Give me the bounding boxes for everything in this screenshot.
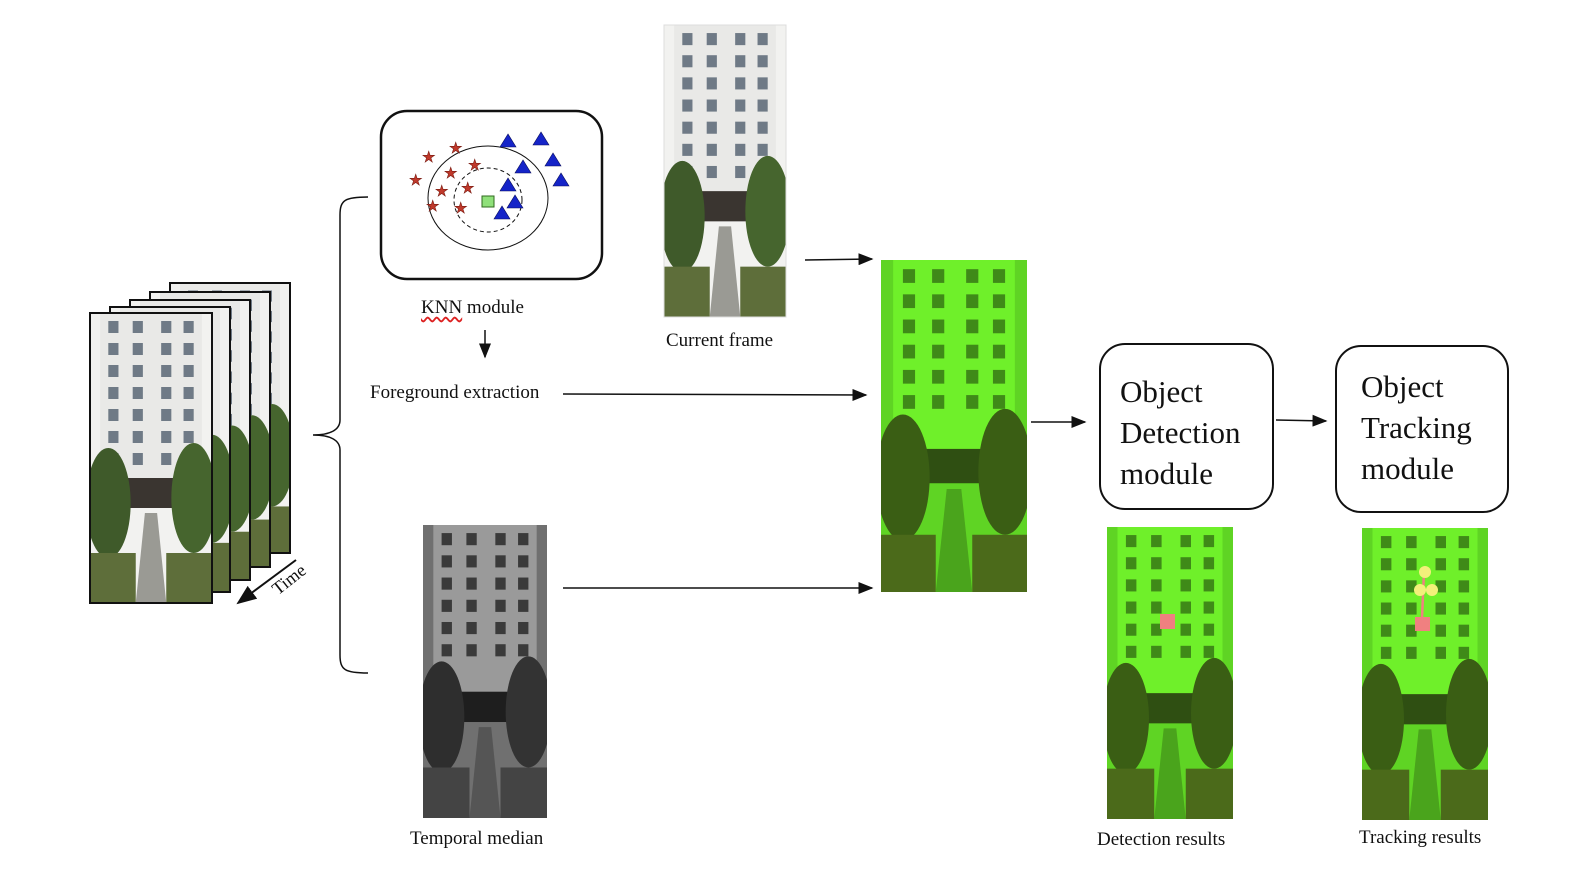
temporal-median-image [423, 525, 547, 818]
star-point: ★ [461, 179, 474, 197]
detection-results-image [1107, 527, 1233, 819]
time-arrow [236, 559, 297, 605]
knn-caption-text: KNN module [421, 297, 524, 318]
star-point: ★ [454, 199, 467, 217]
tracking-results-caption: Tracking results [1359, 827, 1482, 848]
detection-box [1160, 614, 1175, 629]
object-detection-module-label: Object Detection module [1120, 374, 1241, 491]
star-point: ★ [449, 139, 462, 157]
star-point: ★ [422, 148, 435, 166]
star-point: ★ [435, 182, 448, 200]
object-tracking-module: Object Tracking module [1335, 345, 1509, 513]
triangle-point [493, 205, 511, 220]
frame-stack [89, 282, 291, 604]
object-detection-module: Object Detection module [1099, 343, 1274, 510]
knn-caption: KNN module [421, 297, 524, 319]
split-brace [312, 196, 369, 674]
temporal-median-caption: Temporal median [410, 828, 544, 849]
triangle-point [514, 159, 532, 174]
tracking-results-image [1362, 528, 1488, 820]
triangle-point [506, 194, 524, 209]
foreground-arrow [562, 388, 868, 401]
object-tracking-module-label: Object Tracking module [1361, 369, 1472, 486]
tracking-dot [1419, 566, 1431, 578]
triangle-point [499, 177, 517, 192]
triangle-point [532, 131, 550, 146]
star-point: ★ [468, 156, 481, 174]
triangle-point [499, 133, 517, 148]
star-point: ★ [409, 171, 422, 189]
foreground-result-image [881, 260, 1027, 592]
star-point: ★ [444, 164, 457, 182]
triangle-point [552, 172, 570, 187]
tracking-dot [1414, 584, 1426, 596]
current-frame-caption: Current frame [666, 330, 774, 351]
current-frame-image [663, 24, 787, 318]
foreground-extraction-label: Foreground extraction [370, 382, 540, 403]
tracking-dot [1426, 584, 1438, 596]
star-point: ★ [426, 197, 439, 215]
current-frame-arrow [804, 253, 874, 266]
query-point [481, 195, 495, 208]
to-tracking-arrow [1275, 414, 1328, 427]
detection-results-caption: Detection results [1097, 829, 1226, 850]
tracking-box [1415, 617, 1430, 631]
knn-illustration: ★ ★ ★ ★ ★ ★ ★ ★ ★ [379, 109, 604, 281]
triangle-point [544, 152, 562, 167]
stack-frame-front [89, 312, 213, 604]
